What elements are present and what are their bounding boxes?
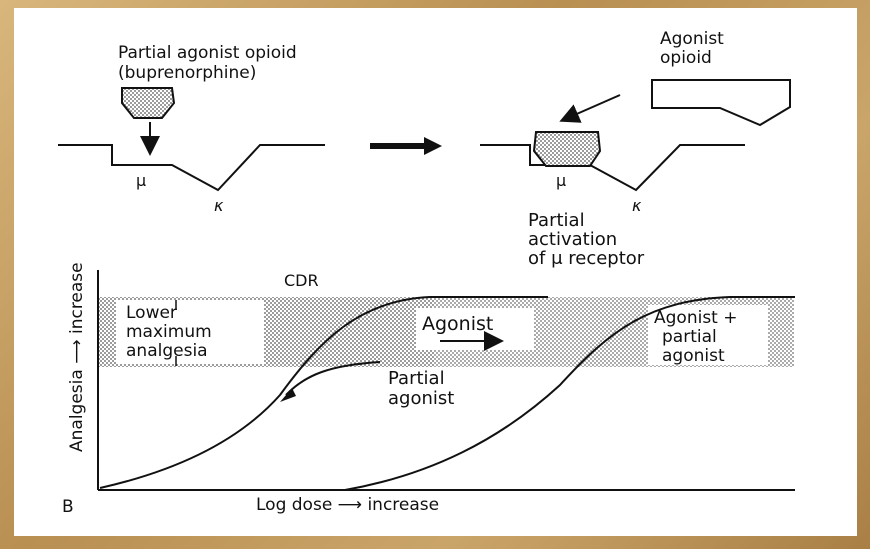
bound-partial-agonist — [532, 131, 602, 167]
agonist-plus-partial-curve — [344, 296, 795, 491]
agonist-opioid-label-1: Agonist — [660, 29, 724, 49]
curve-arrow-icon — [280, 388, 296, 402]
agonist-opioid-label-2: opioid — [660, 48, 712, 68]
lower-max-label-1: Lower — [126, 303, 177, 323]
lower-max-label-2: maximum — [126, 322, 212, 342]
kappa-label-right: κ — [632, 196, 642, 215]
panel-letter: B — [62, 497, 74, 517]
deflected-arrow-icon — [559, 94, 621, 123]
lower-max-label-3: analgesia — [126, 341, 208, 361]
agonist-shift-box — [416, 308, 534, 350]
agonist-plus-box — [648, 305, 768, 365]
agonist-opioid-block — [651, 79, 791, 127]
agonist-plus-label-1: Agonist + — [654, 308, 738, 328]
transition-arrow-icon — [424, 137, 442, 155]
partial-activation-label-1: Partial — [528, 210, 585, 231]
agonist-plus-label-2: partial — [662, 327, 717, 347]
kappa-label-left: κ — [214, 196, 224, 215]
agonist-curve — [99, 296, 548, 489]
partial-curve-label-2: agonist — [388, 388, 454, 409]
partial-activation-label-2: activation — [528, 229, 617, 250]
receptor-left — [58, 144, 325, 192]
lower-max-box — [116, 300, 264, 364]
partial-agonist-block — [121, 87, 176, 119]
y-axis-label: Analgesia ⟶ increase — [67, 262, 87, 452]
partial-activation-label-3: of μ receptor — [528, 248, 645, 269]
cdr-label: CDR — [284, 271, 319, 290]
mu-label-left: μ — [136, 171, 146, 190]
buprenorphine-label: (buprenorphine) — [118, 63, 256, 83]
receptor-right — [480, 144, 745, 192]
partial-curve-label-1: Partial — [388, 368, 445, 389]
mu-label-right: μ — [556, 171, 566, 190]
agonist-plus-label-3: agonist — [662, 346, 725, 366]
partial-agonist-title: Partial agonist opioid — [118, 43, 297, 63]
x-axis-label: Log dose ⟶ increase — [256, 495, 439, 515]
agonist-shift-label: Agonist — [422, 313, 493, 335]
